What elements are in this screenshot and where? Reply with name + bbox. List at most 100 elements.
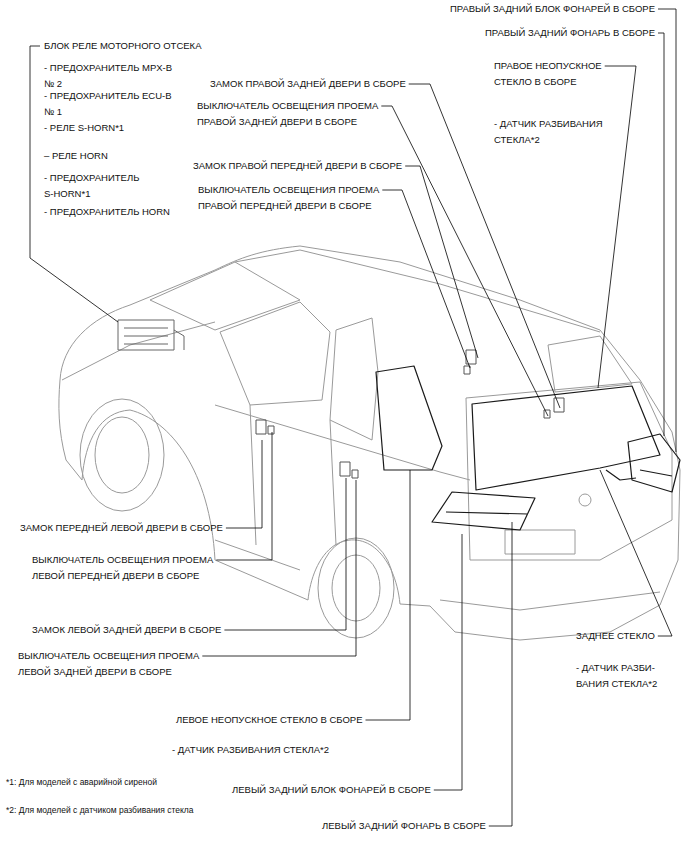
front-wheel bbox=[80, 399, 164, 511]
door-switch bbox=[352, 470, 358, 478]
label-line: ПРАВОЕ НЕОПУСКНОЕ bbox=[494, 58, 602, 74]
label-line: ПРАВОЙ ЗАДНЕЙ ДВЕРИ В СБОРЕ bbox=[197, 114, 357, 130]
label-line: - ПРЕДОХРАНИТЕЛЬ MPX-B bbox=[44, 60, 172, 76]
label-line: ПРАВОЙ ПЕРЕДНЕЙ ДВЕРИ В СБОРЕ bbox=[198, 198, 372, 214]
label-line: *2: Для моделей с датчиком разбивания ст… bbox=[6, 802, 194, 818]
leader-line bbox=[366, 470, 411, 720]
label-line: ЛЕВОЕ НЕОПУСКНОЕ СТЕКЛО В СБОРЕ bbox=[176, 712, 363, 728]
part-label: ЗАМОК ЛЕВОЙ ЗАДНЕЙ ДВЕРИ В СБОРЕ bbox=[32, 622, 221, 638]
label-line: - ПРЕДОХРАНИТЕЛЬ HORN bbox=[44, 204, 170, 220]
label-line: № 1 bbox=[44, 104, 62, 120]
part-label: ПРАВЫЙ ЗАДНИЙ ФОНАРЬ В СБОРЕ bbox=[485, 25, 655, 41]
part-label: - ПРЕДОХРАНИТЕЛЬ ECU-B № 1 bbox=[44, 88, 172, 120]
part-label: – РЕЛЕ HORN bbox=[44, 148, 108, 164]
part-label: - ДАТЧИК РАЗБИВАНИЯ СТЕКЛА*2 bbox=[172, 742, 329, 758]
leader-line bbox=[202, 480, 356, 656]
label-line: ЗАМОК ПЕРЕДНЕЙ ЛЕВОЙ ДВЕРИ В СБОРЕ bbox=[20, 520, 223, 536]
door-lock bbox=[340, 462, 350, 476]
label-line: № 2 bbox=[44, 76, 62, 92]
label-line: ЗАМОК ПРАВОЙ ЗАДНЕЙ ДВЕРИ В СБОРЕ bbox=[210, 76, 406, 92]
label-line: S-HORN*1 bbox=[44, 186, 90, 202]
emblem bbox=[579, 494, 591, 506]
label-line: ЛЕВОЙ ПЕРЕДНЕЙ ДВЕРИ В СБОРЕ bbox=[32, 568, 199, 584]
door-switch bbox=[464, 366, 470, 374]
part-label: - ПРЕДОХРАНИТЕЛЬ MPX-B № 2 bbox=[44, 60, 172, 92]
label-line: ВЫКЛЮЧАТЕЛЬ ОСВЕЩЕНИЯ ПРОЕМА bbox=[18, 648, 199, 664]
leader-line bbox=[405, 166, 478, 358]
leader-line bbox=[600, 470, 672, 636]
leader-line bbox=[381, 106, 548, 416]
roof-rail bbox=[235, 250, 600, 332]
part-label: ЗАМОК ПЕРЕДНЕЙ ЛЕВОЙ ДВЕРИ В СБОРЕ bbox=[20, 520, 223, 536]
part-label: - РЕЛЕ S-HORN*1 bbox=[44, 120, 124, 136]
label-line: ЛЕВОЙ ЗАДНЕЙ ДВЕРИ В СБОРЕ bbox=[18, 664, 172, 680]
leader-line bbox=[489, 522, 512, 826]
left-fixed-glass bbox=[376, 366, 442, 470]
part-label: ВЫКЛЮЧАТЕЛЬ ОСВЕЩЕНИЯ ПРОЕМА ЛЕВОЙ ЗАДНЕ… bbox=[18, 648, 199, 680]
footnote: *1: Для моделей с аварийной сиреной bbox=[6, 774, 157, 790]
part-label: ВЫКЛЮЧАТЕЛЬ ОСВЕЩЕНИЯ ПРОЕМА ПРАВОЙ ЗАДН… bbox=[197, 98, 378, 130]
part-label: БЛОК РЕЛЕ МОТОРНОГО ОТСЕКА bbox=[44, 38, 201, 54]
part-label: ЗАДНЕЕ СТЕКЛО bbox=[576, 628, 655, 644]
part-label: ВЫКЛЮЧАТЕЛЬ ОСВЕЩЕНИЯ ПРОЕМА ЛЕВОЙ ПЕРЕД… bbox=[32, 552, 213, 584]
part-label: - ПРЕДОХРАНИТЕЛЬ S-HORN*1 bbox=[44, 170, 139, 202]
leader-line bbox=[409, 84, 560, 408]
label-line: СТЕКЛА*2 bbox=[494, 132, 540, 148]
front-door-window bbox=[220, 302, 330, 405]
label-line: – РЕЛЕ HORN bbox=[44, 148, 108, 164]
tailgate bbox=[466, 382, 672, 560]
label-line: ВЫКЛЮЧАТЕЛЬ ОСВЕЩЕНИЯ ПРОЕМА bbox=[32, 552, 213, 568]
leader-line bbox=[598, 66, 636, 388]
label-line: БЛОК РЕЛЕ МОТОРНОГО ОТСЕКА bbox=[44, 38, 201, 54]
part-label: ПРАВЫЙ ЗАДНИЙ БЛОК ФОНАРЕЙ В СБОРЕ bbox=[450, 1, 655, 17]
right-fixed-glass bbox=[548, 336, 632, 392]
rear-bumper bbox=[440, 592, 660, 610]
leader-line bbox=[382, 190, 470, 368]
part-label: - ДАТЧИК РАЗБИВАНИЯ СТЕКЛА*2 bbox=[494, 116, 603, 148]
part-label: ЛЕВЫЙ ЗАДНИЙ ФОНАРЬ В СБОРЕ bbox=[322, 818, 486, 834]
license-plate bbox=[505, 530, 575, 554]
hood-line bbox=[62, 322, 215, 380]
label-line: - ДАТЧИК РАЗБИ- bbox=[576, 660, 655, 676]
leader-line bbox=[658, 9, 676, 452]
label-line: - ДАТЧИК РАЗБИВАНИЯ СТЕКЛА*2 bbox=[172, 742, 329, 758]
part-label: ЛЕВОЕ НЕОПУСКНОЕ СТЕКЛО В СБОРЕ bbox=[176, 712, 363, 728]
front-wheel-rim bbox=[95, 417, 149, 493]
part-label: ЗАМОК ПРАВОЙ ПЕРЕДНЕЙ ДВЕРИ В СБОРЕ bbox=[193, 158, 402, 174]
glass-breakage-sensor bbox=[606, 470, 636, 480]
label-line: ПРАВЫЙ ЗАДНИЙ БЛОК ФОНАРЕЙ В СБОРЕ bbox=[450, 1, 655, 17]
label-line: ЛЕВЫЙ ЗАДНИЙ ФОНАРЬ В СБОРЕ bbox=[322, 818, 486, 834]
right-rear-combination-light bbox=[628, 434, 680, 492]
door-lock bbox=[256, 420, 266, 434]
part-label: ВЫКЛЮЧАТЕЛЬ ОСВЕЩЕНИЯ ПРОЕМА ПРАВОЙ ПЕРЕ… bbox=[198, 182, 379, 214]
sill-line bbox=[215, 540, 300, 570]
door-switch bbox=[268, 426, 274, 434]
label-line: ВАНИЯ СТЕКЛА*2 bbox=[576, 676, 657, 692]
label-line: СТЕКЛО В СБОРЕ bbox=[494, 74, 577, 90]
leader-line bbox=[434, 534, 462, 790]
label-line: ВЫКЛЮЧАТЕЛЬ ОСВЕЩЕНИЯ ПРОЕМА bbox=[198, 182, 379, 198]
label-line: - РЕЛЕ S-HORN*1 bbox=[44, 120, 124, 136]
leader-line bbox=[658, 33, 664, 436]
footnote: *2: Для моделей с датчиком разбивания ст… bbox=[6, 802, 194, 818]
relay-block bbox=[118, 320, 174, 350]
label-line: *1: Для моделей с аварийной сиреной bbox=[6, 774, 157, 790]
label-line: ЗАМОК ПРАВОЙ ПЕРЕДНЕЙ ДВЕРИ В СБОРЕ bbox=[193, 158, 402, 174]
part-label: ЗАМОК ПРАВОЙ ЗАДНЕЙ ДВЕРИ В СБОРЕ bbox=[210, 76, 406, 92]
label-line: ВЫКЛЮЧАТЕЛЬ ОСВЕЩЕНИЯ ПРОЕМА bbox=[197, 98, 378, 114]
leader-line bbox=[224, 478, 346, 630]
label-line: - ПРЕДОХРАНИТЕЛЬ bbox=[44, 170, 139, 186]
leader-line bbox=[226, 440, 262, 528]
rear-door-window bbox=[330, 318, 378, 440]
label-line: - ДАТЧИК РАЗБИВАНИЯ bbox=[494, 116, 603, 132]
left-rear-combination-light bbox=[432, 492, 535, 530]
part-label: ПРАВОЕ НЕОПУСКНОЕ СТЕКЛО В СБОРЕ bbox=[494, 58, 602, 90]
label-line: - ПРЕДОХРАНИТЕЛЬ ECU-B bbox=[44, 88, 172, 104]
label-line: ПРАВЫЙ ЗАДНИЙ ФОНАРЬ В СБОРЕ bbox=[485, 25, 655, 41]
leader-line bbox=[30, 46, 118, 322]
part-label: - ПРЕДОХРАНИТЕЛЬ HORN bbox=[44, 204, 170, 220]
part-label: - ДАТЧИК РАЗБИ- ВАНИЯ СТЕКЛА*2 bbox=[576, 660, 657, 692]
part-label: ЛЕВЫЙ ЗАДНИЙ БЛОК ФОНАРЕЙ В СБОРЕ bbox=[232, 782, 431, 798]
relay-block-detail bbox=[124, 328, 184, 350]
